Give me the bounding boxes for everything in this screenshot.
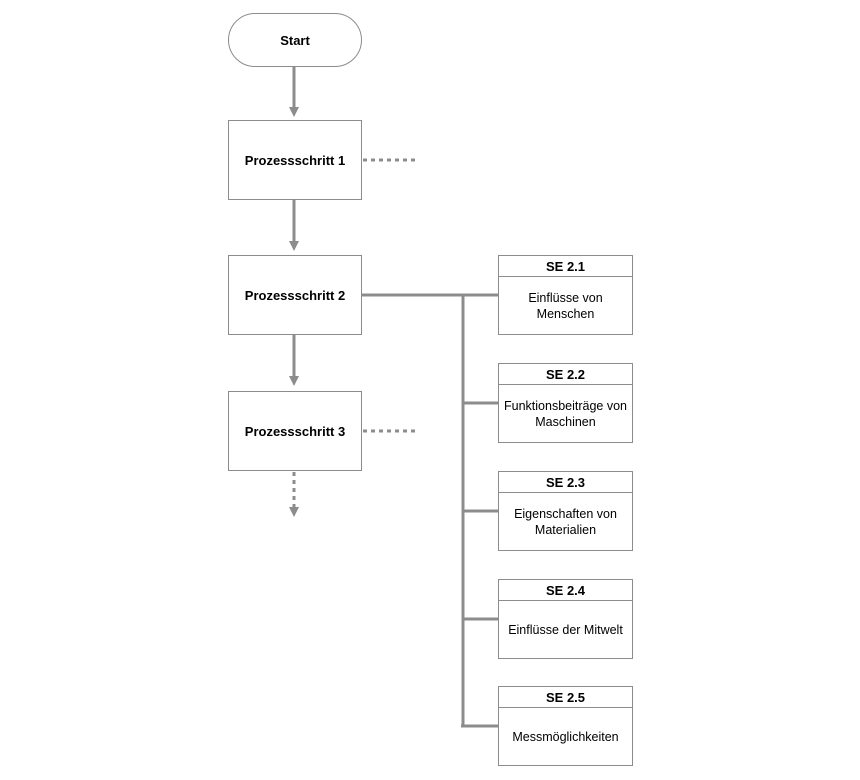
sub-element-code: SE 2.2 bbox=[499, 364, 632, 385]
start-label: Start bbox=[280, 32, 310, 48]
sub-element-text: Einflüsse von Menschen bbox=[528, 291, 603, 321]
sub-element-2-5: SE 2.5 Messmöglichkeiten bbox=[498, 686, 633, 766]
process-step-3: Prozessschritt 3 bbox=[228, 391, 362, 471]
sub-element-text: Einflüsse der Mitwelt bbox=[508, 623, 623, 637]
process-step-2-label: Prozessschritt 2 bbox=[244, 287, 346, 303]
sub-element-2-2: SE 2.2 Funktionsbeiträge von Maschinen bbox=[498, 363, 633, 443]
sub-element-2-4: SE 2.4 Einflüsse der Mitwelt bbox=[498, 579, 633, 659]
process-step-1-label: Prozessschritt 1 bbox=[244, 152, 346, 168]
sub-element-text: Messmöglichkeiten bbox=[512, 730, 619, 744]
sub-element-text: Funktionsbeiträge von Maschinen bbox=[504, 399, 627, 429]
start-terminal: Start bbox=[228, 13, 362, 67]
sub-element-code: SE 2.4 bbox=[499, 580, 632, 601]
process-step-1: Prozessschritt 1 bbox=[228, 120, 362, 200]
sub-element-code: SE 2.1 bbox=[499, 256, 632, 277]
sub-element-code: SE 2.5 bbox=[499, 687, 632, 708]
sub-element-code: SE 2.3 bbox=[499, 472, 632, 493]
sub-element-2-3: SE 2.3 Eigenschaften von Materialien bbox=[498, 471, 633, 551]
sub-element-text: Eigenschaften von Materialien bbox=[514, 507, 617, 537]
process-step-2: Prozessschritt 2 bbox=[228, 255, 362, 335]
process-step-3-label: Prozessschritt 3 bbox=[244, 423, 346, 439]
sub-element-2-1: SE 2.1 Einflüsse von Menschen bbox=[498, 255, 633, 335]
